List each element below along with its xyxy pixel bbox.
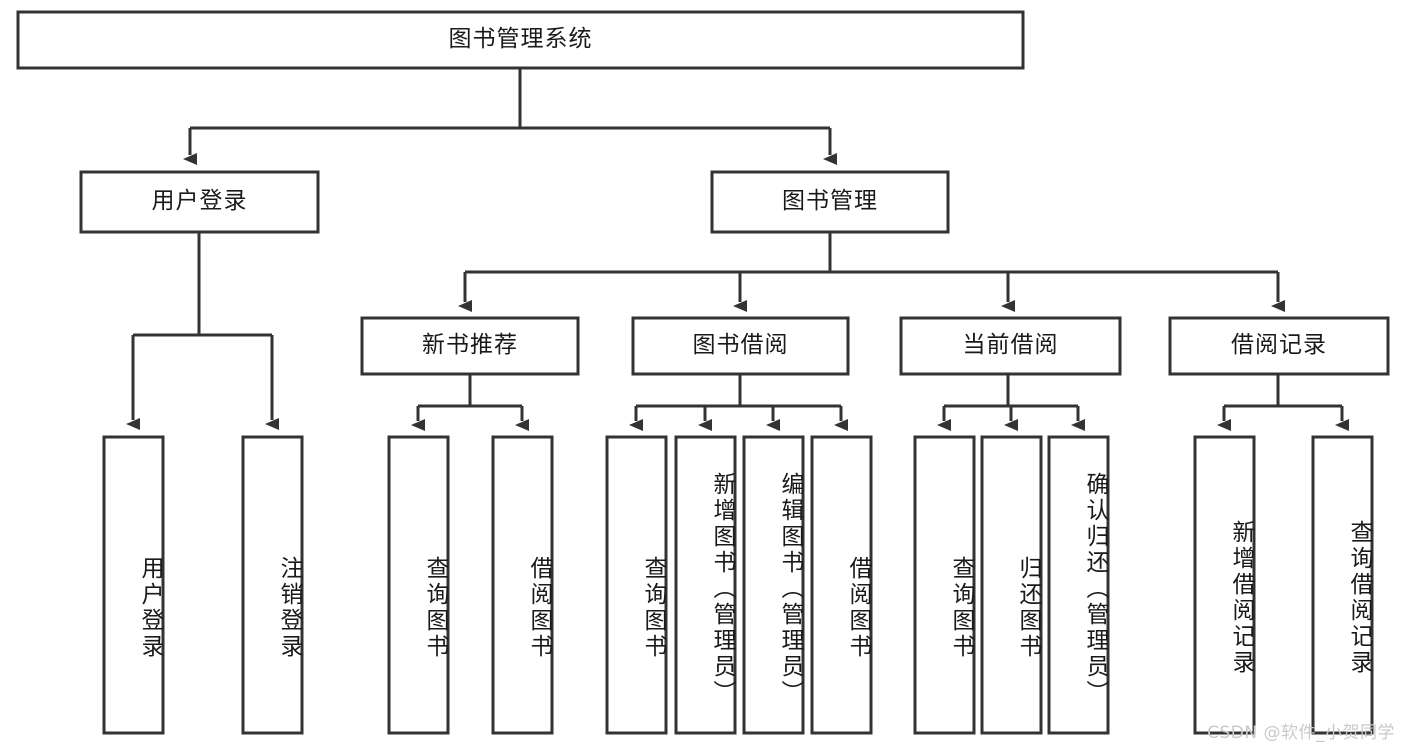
node-box-book-borrow[interactable] bbox=[631, 316, 850, 376]
node-box-leaf-e-query[interactable] bbox=[1311, 435, 1374, 735]
node-box-root[interactable] bbox=[16, 10, 1025, 70]
node-box-leaf-user-login[interactable] bbox=[102, 435, 165, 735]
node-box-leaf-e-add[interactable] bbox=[1193, 435, 1256, 735]
node-box-leaf-d-return[interactable] bbox=[980, 435, 1043, 735]
node-box-borrow-record[interactable] bbox=[1168, 316, 1390, 376]
connector-group bbox=[126, 68, 1349, 431]
node-box-new-book-rec[interactable] bbox=[360, 316, 580, 376]
node-box-leaf-b-query[interactable] bbox=[387, 435, 450, 735]
node-box-leaf-d-query[interactable] bbox=[913, 435, 976, 735]
node-box-leaf-c-query[interactable] bbox=[605, 435, 668, 735]
node-box-group bbox=[16, 10, 1390, 735]
node-box-leaf-c-borrow[interactable] bbox=[810, 435, 873, 735]
node-box-leaf-c-edit[interactable] bbox=[742, 435, 805, 735]
node-box-book-manage[interactable] bbox=[710, 170, 950, 234]
node-box-leaf-c-add[interactable] bbox=[674, 435, 737, 735]
node-box-current-borrow[interactable] bbox=[899, 316, 1122, 376]
node-box-leaf-d-confirm[interactable] bbox=[1047, 435, 1110, 735]
node-box-user-login[interactable] bbox=[79, 170, 320, 234]
watermark-text: CSDN @软件_小贺同学 bbox=[1207, 723, 1395, 743]
node-box-leaf-logout[interactable] bbox=[241, 435, 304, 735]
node-box-leaf-b-borrow[interactable] bbox=[491, 435, 554, 735]
